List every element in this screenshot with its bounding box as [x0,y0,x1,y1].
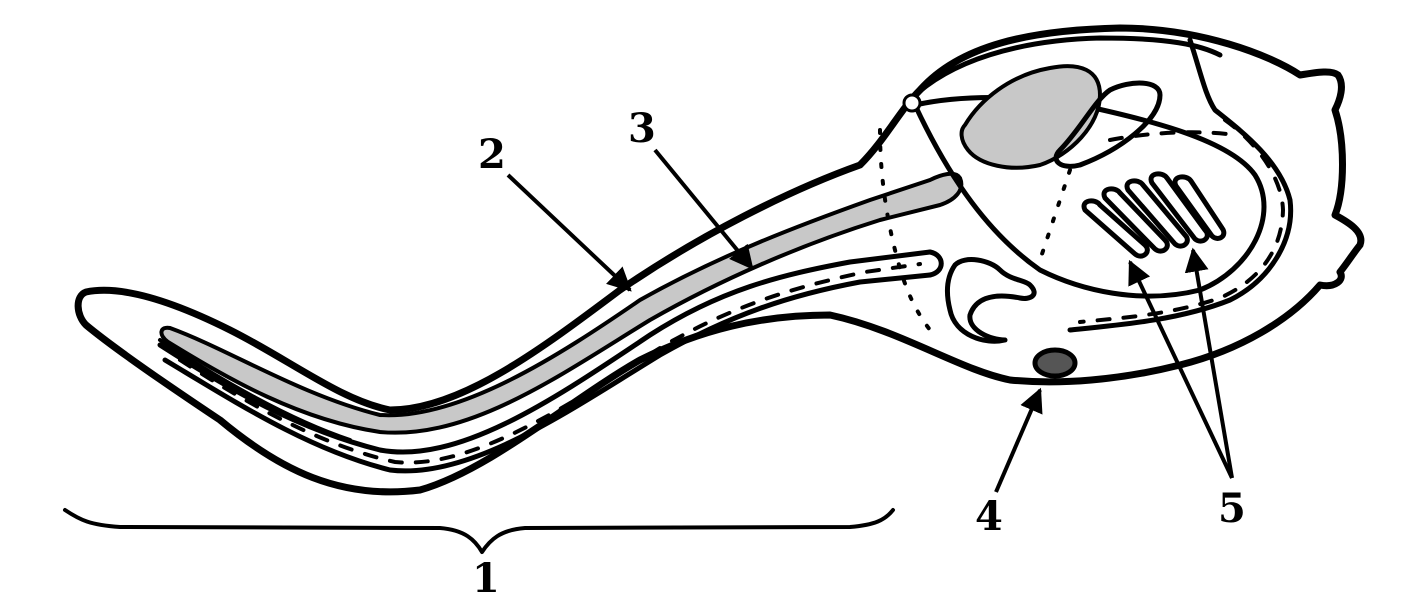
arrow-4 [994,387,1043,493]
arrow-2 [506,173,632,292]
gill-slit [1101,186,1170,254]
gill-slit [1172,174,1227,241]
dash-dot-line [1108,130,1237,142]
tail-brace [63,508,895,554]
gut-loop [945,257,1037,344]
label-1: 1 [472,555,500,602]
notochord [159,171,964,435]
nerve-cord-end [927,249,944,278]
nerve-cord-inner [162,272,933,474]
endostyle [1078,118,1286,324]
ocellus-circle [902,93,922,113]
gill-slit [1124,178,1190,249]
tail-lower-rim [158,338,352,442]
arrow-5a [1128,259,1234,479]
label-3: 3 [628,105,656,152]
dotted-line-2 [1038,168,1072,262]
label-4: 4 [975,493,1003,540]
gill-slit [1081,198,1150,259]
label-5: 5 [1218,485,1246,532]
nerve-cord-outer [157,249,933,455]
otolith [1032,347,1078,379]
adhesive-papilla-region [1053,80,1163,169]
gill-slits [1081,171,1227,259]
label-2: 2 [478,131,506,178]
dotted-line-1 [878,128,932,332]
tail-ribs [178,262,922,465]
head-inner-divider [1067,37,1294,333]
arrow-3 [653,148,754,270]
arrow-5b [1184,247,1234,479]
